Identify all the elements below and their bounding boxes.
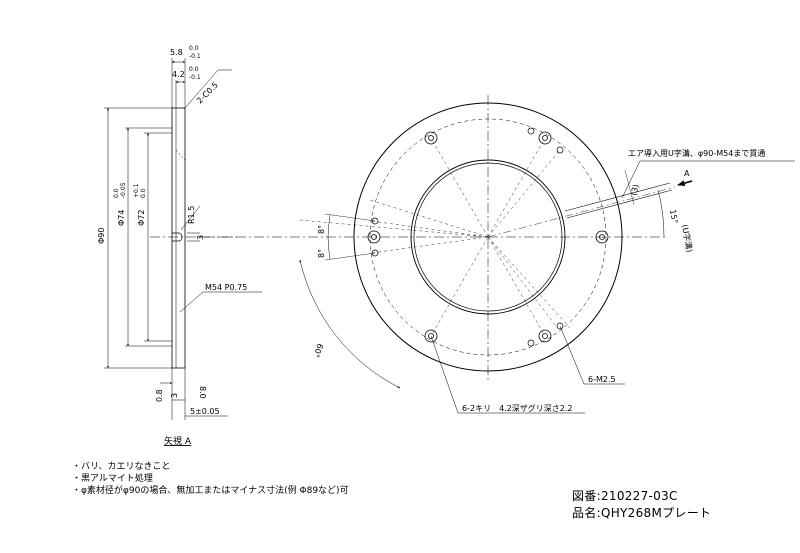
dia90-label: Φ90 — [97, 228, 106, 244]
dim-step-tol-up: 0.0 — [189, 66, 199, 73]
dim-thickness-tol-low: -0.1 — [189, 53, 201, 60]
u-groove-centerline — [487, 186, 676, 238]
drill-holes-label: 6-2キリ 4.2深ザグリ深さ2.2 — [462, 403, 573, 413]
air-groove-note: エア導入用U字溝、φ90-M54まで貫通 — [628, 148, 765, 158]
note-1: ・バリ、カエリなきこと — [72, 462, 171, 472]
tapped-holes-label: 6-M2.5 — [588, 375, 616, 384]
dim-step-tol-low: -0.1 — [189, 74, 201, 81]
air-note-leader — [621, 160, 641, 199]
groove-3-label: (3) — [629, 183, 641, 196]
radius-label: R1.5 — [187, 206, 196, 224]
angle-15-arc — [657, 189, 665, 238]
drill-leader — [430, 335, 459, 414]
side-view — [104, 58, 262, 420]
dim-8-ext — [324, 252, 376, 261]
angle-8-arc — [327, 214, 331, 238]
front-view — [200, 95, 795, 414]
u-groove-line — [566, 189, 673, 219]
u-groove-label: (U字溝) — [680, 224, 695, 253]
groove-3-dim — [624, 169, 635, 206]
counterbore-holes — [367, 131, 609, 343]
part-name: 品名:QHY268Mプレート — [572, 506, 712, 520]
dia74-tol-low: -0.05 — [120, 182, 127, 198]
dim-bottom-small: 0.8 — [155, 389, 164, 402]
dim-bottom-3: 3 — [170, 393, 179, 398]
chamfer-label: 2-C0.5 — [195, 80, 220, 105]
dia74-tol-up: 0.0 — [113, 188, 120, 198]
angle-60-label: 60° — [311, 342, 324, 358]
radial-lines — [299, 137, 571, 337]
view-a-label: A — [684, 169, 690, 178]
tapped-leader — [559, 325, 585, 385]
groove-width-label: 3 — [196, 235, 205, 240]
chamfer-leader — [184, 69, 219, 109]
front-view-text: エア導入用U字溝、φ90-M54まで貫通 A (3) 15° (U字溝) 8° … — [311, 148, 765, 413]
dia72-label: Φ72 — [137, 210, 146, 226]
inner-bore — [413, 162, 563, 312]
angle-8-label-b: 8° — [317, 249, 326, 258]
dim-5-label: 5±0.05 — [190, 407, 220, 416]
angle-60-arc — [299, 259, 401, 389]
dia72-tol-up: +0.1 — [133, 183, 140, 198]
dim-thickness-tol-up: 0.0 — [189, 45, 199, 52]
thread-label: M54 P0.75 — [205, 283, 247, 292]
dim-thickness: 5.8 — [170, 48, 183, 57]
inner-bore-outer — [410, 159, 566, 315]
groove-notch — [172, 232, 183, 242]
hidden-line — [175, 149, 186, 161]
plate-profile — [171, 107, 186, 369]
u-groove-line — [564, 182, 671, 212]
view-label: 矢視 A — [164, 435, 192, 447]
angle-15-label: 15° — [668, 209, 679, 225]
outer-edge — [353, 102, 623, 372]
note-3: ・φ素材径がφ90の場合、無加工またはマイナス寸法(例 Φ89など)可 — [72, 486, 349, 496]
note-2: ・黒アルマイト処理 — [72, 474, 153, 484]
dim-step: 4.2 — [172, 70, 185, 79]
dia72-tol-low: 0.0 — [140, 188, 147, 198]
thread-leader — [179, 291, 204, 313]
drawing-number: 図番:210227-03C — [572, 489, 678, 503]
angle-8-label-a: 8° — [317, 225, 326, 234]
view-a-arrow — [677, 180, 693, 187]
bolt-circle — [369, 118, 607, 356]
angle-8-arc — [327, 236, 331, 260]
dim-8-ext — [324, 213, 376, 222]
tapped-holes — [371, 127, 564, 347]
dim-bottom-80: 8.0 — [198, 386, 207, 399]
dia74-label: Φ74 — [117, 210, 126, 226]
radius-leader — [180, 205, 201, 231]
